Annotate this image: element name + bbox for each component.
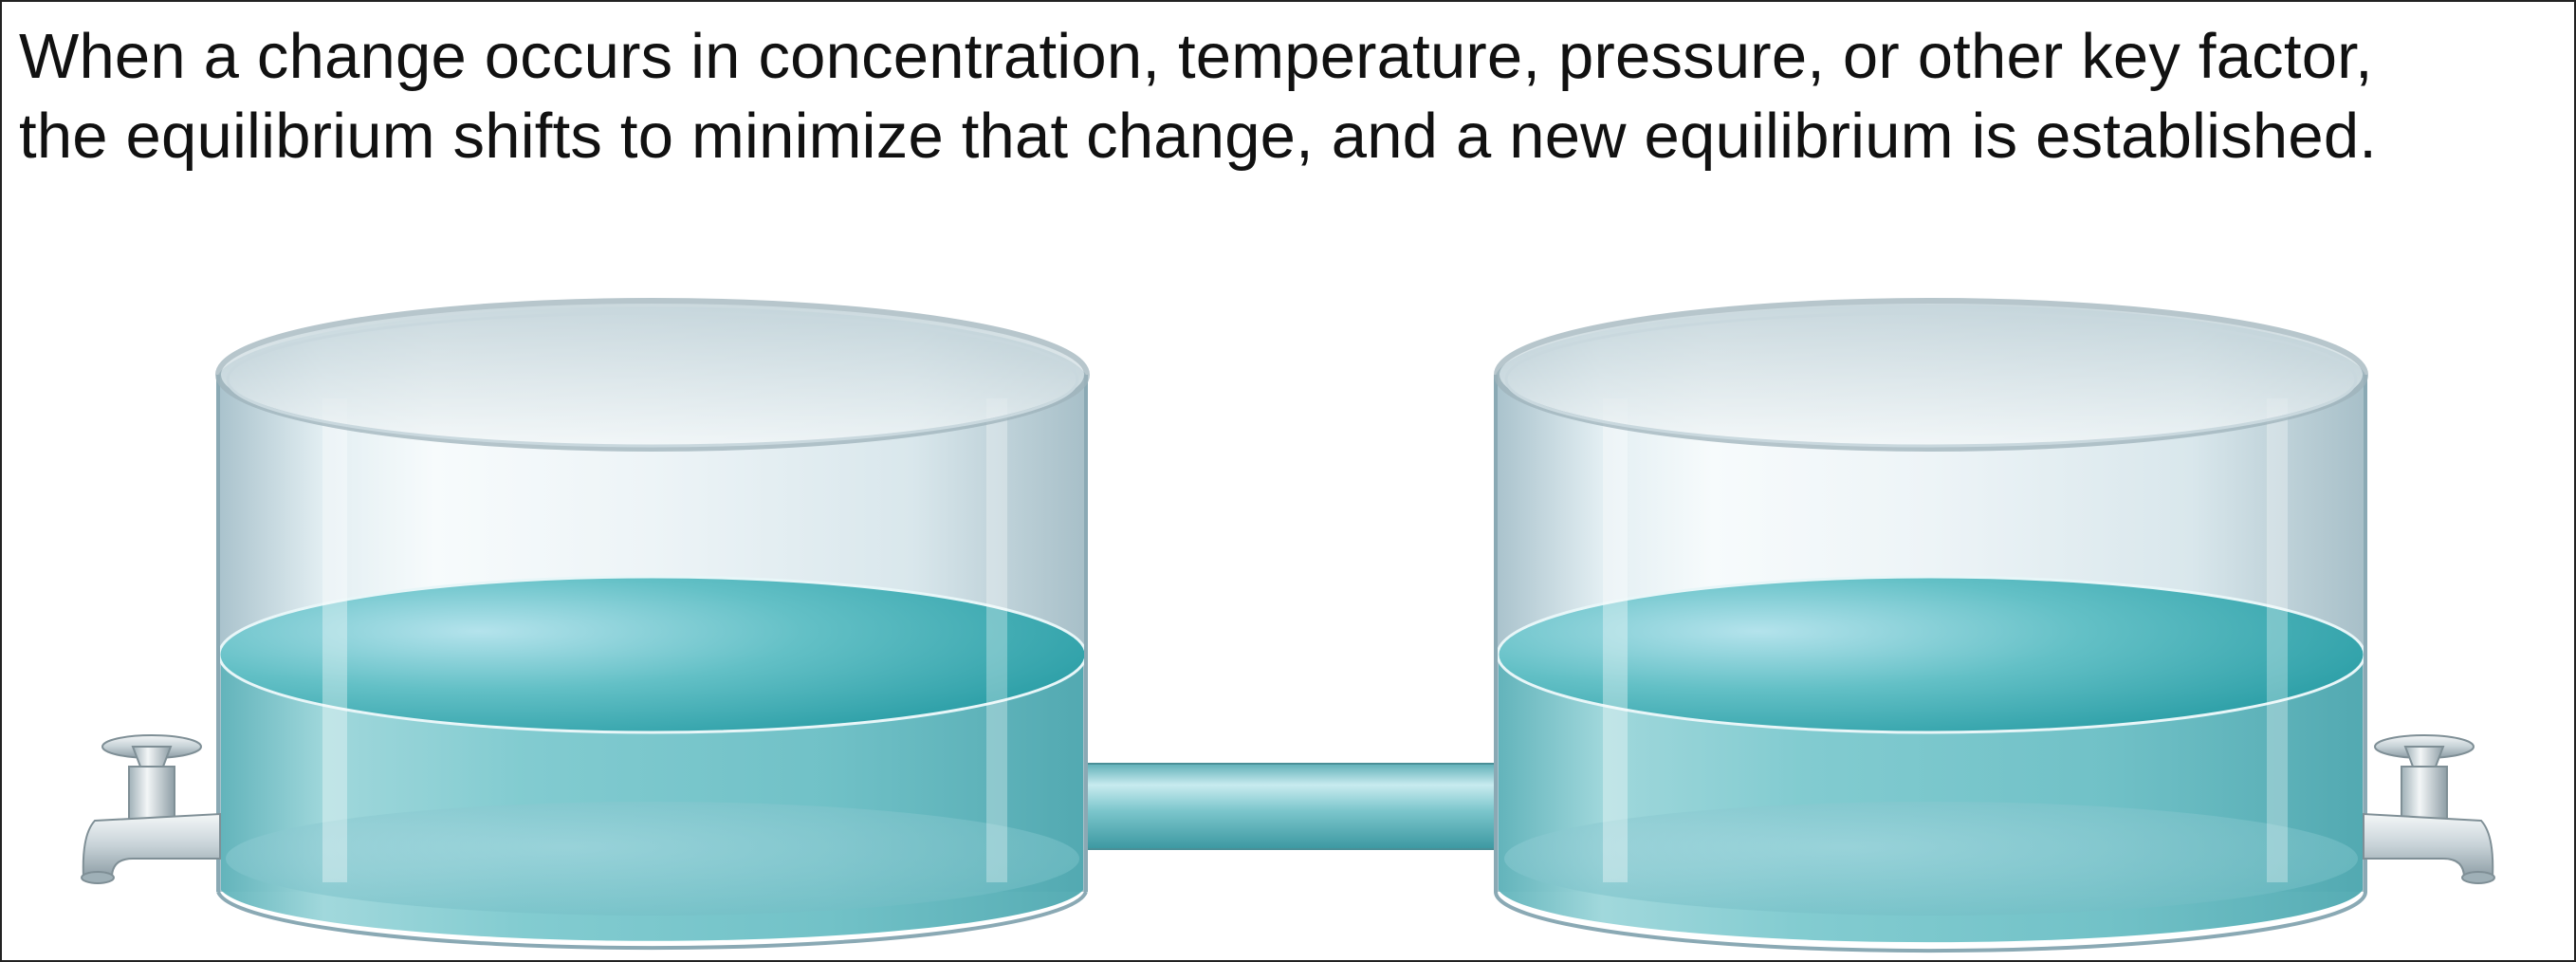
- caption-line-1: When a change occurs in concentration, t…: [19, 21, 2373, 92]
- left-faucet-icon: [81, 734, 221, 884]
- caption-line-2: the equilibrium shifts to minimize that …: [19, 101, 2378, 172]
- right-faucet-icon: [2363, 734, 2495, 884]
- right-tank: [1494, 298, 2368, 953]
- left-tank: [215, 298, 1090, 951]
- caption-text: When a change occurs in concentration, t…: [19, 17, 2561, 176]
- connecting-pipe-icon: [1039, 763, 1551, 850]
